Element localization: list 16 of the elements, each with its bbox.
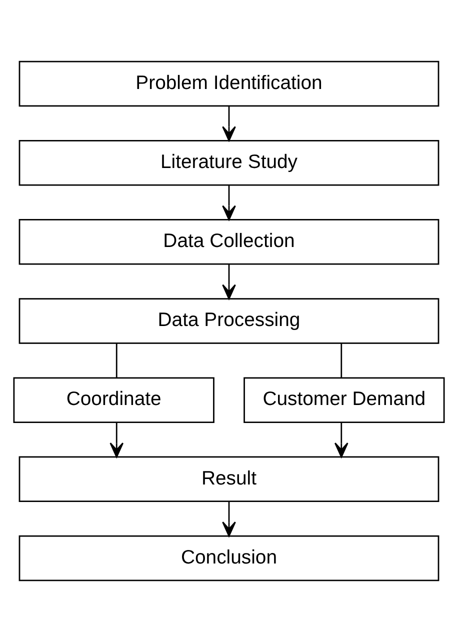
node-box: Coordinate (13, 376, 214, 422)
arrow (222, 106, 236, 141)
arrow (222, 184, 236, 220)
connector (116, 342, 118, 378)
node-box: Result (18, 456, 440, 502)
arrow (110, 422, 124, 458)
node-box: Literature Study (18, 139, 440, 186)
node-box: Data Processing (18, 298, 440, 344)
node-box: Customer Demand (244, 376, 445, 422)
arrow (222, 501, 236, 536)
arrow (222, 264, 236, 299)
node-box: Problem Identification (18, 60, 440, 106)
connector (340, 342, 342, 378)
node-box: Conclusion (18, 534, 440, 581)
node-box: Data Collection (18, 218, 440, 264)
arrow (334, 422, 348, 458)
